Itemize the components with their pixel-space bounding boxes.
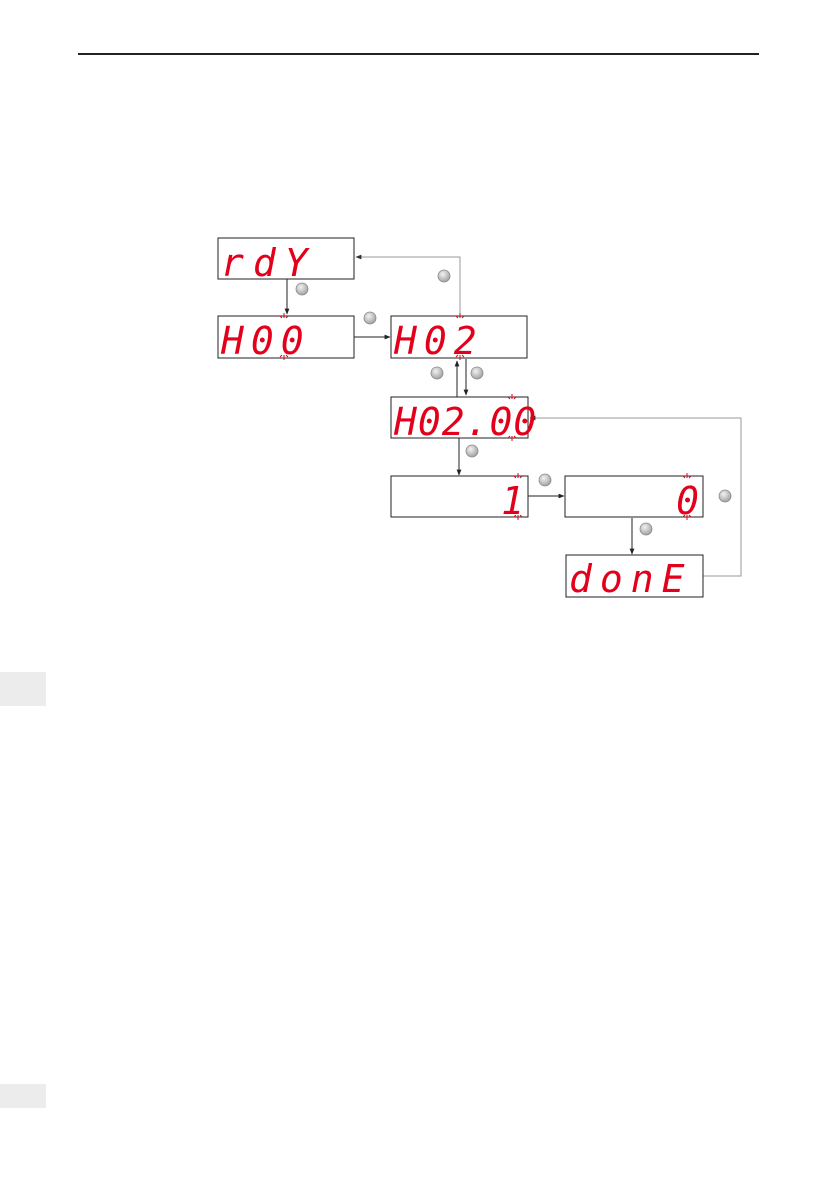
display-h02-text: H02 <box>393 319 484 363</box>
round-key-indicator-icon <box>719 490 731 502</box>
round-key-indicator-icon <box>640 523 652 535</box>
round-key-indicator-icon <box>431 367 443 379</box>
round-key-indicator-icon <box>539 474 551 486</box>
round-key-indicator-icon <box>466 445 478 457</box>
display-h0200: H02.00 <box>391 394 537 444</box>
display-h00-text: H00 <box>220 319 311 363</box>
round-key-indicator-icon <box>471 367 483 379</box>
display-h00: H00 <box>218 313 354 363</box>
round-key-indicator-icon <box>438 270 450 282</box>
display-done: donE <box>566 555 703 601</box>
display-value-1-text: 1 <box>501 479 524 523</box>
display-value-1: 1 <box>391 473 528 523</box>
arrow-h02-to-rdy <box>356 257 460 316</box>
display-h02: H02 <box>391 313 527 363</box>
display-value-0: 0 <box>565 473 703 523</box>
round-key-indicator-icon <box>364 312 376 324</box>
display-value-0-text: 0 <box>676 479 699 523</box>
display-rdy: rdY <box>218 238 354 285</box>
display-done-text: donE <box>569 557 693 601</box>
display-rdy-text: rdY <box>221 241 317 285</box>
